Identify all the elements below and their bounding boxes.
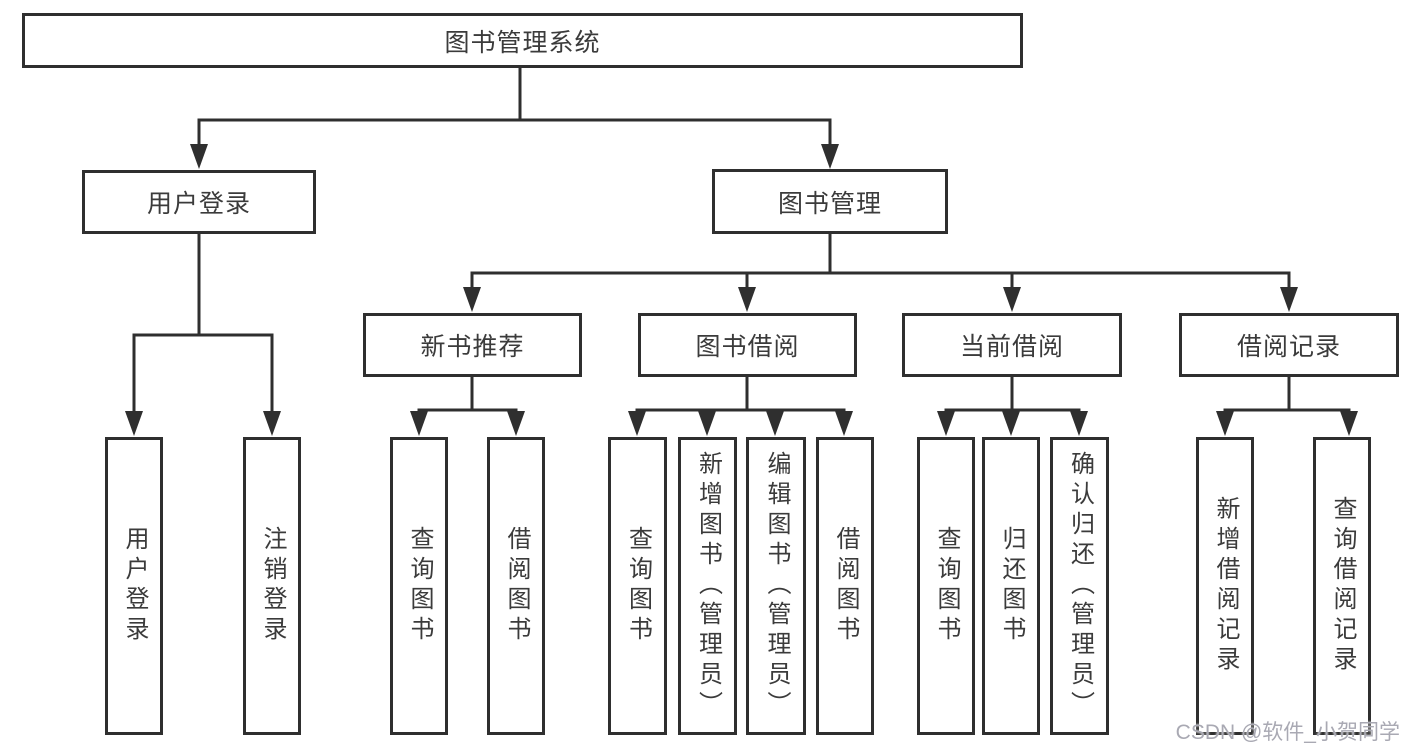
connector-user-login	[132, 233, 274, 413]
leaf-node-label: 归还图书	[998, 526, 1025, 646]
leaf-node-label: 新增借阅记录	[1212, 496, 1239, 676]
leaf-node-borrow-books-1: 借阅图书	[487, 437, 545, 735]
leaf-node-label: 新增图书（管理员）	[694, 451, 722, 721]
book-borrow-node: 图书借阅	[638, 313, 857, 377]
leaf-node-return-books: 归还图书	[982, 437, 1040, 735]
connector-root	[197, 67, 832, 146]
current-borrow-node-label: 当前借阅	[959, 333, 1064, 361]
leaf-node-logout: 注销登录	[243, 437, 301, 735]
user-login-node-label: 用户登录	[146, 190, 251, 218]
leaf-node-query-borrow-record: 查询借阅记录	[1313, 437, 1371, 735]
leaf-node-label: 注销登录	[259, 526, 286, 646]
leaf-node-label: 查询图书	[406, 526, 433, 646]
leaf-node-label: 查询借阅记录	[1329, 496, 1356, 676]
leaf-node-label: 查询图书	[933, 526, 960, 646]
leaf-node-borrow-books-2: 借阅图书	[816, 437, 874, 735]
connector-book-borrow	[635, 377, 846, 413]
root-node: 图书管理系统	[22, 13, 1023, 68]
leaf-node-add-books-admin: 新增图书（管理员）	[678, 437, 737, 735]
book-management-node: 图书管理	[712, 169, 948, 234]
leaf-node-label: 编辑图书（管理员）	[763, 451, 790, 721]
leaf-node-label: 借阅图书	[832, 526, 859, 646]
current-borrow-node: 当前借阅	[902, 313, 1122, 377]
connector-current-borrow	[944, 377, 1081, 413]
leaf-node-edit-books-admin: 编辑图书（管理员）	[746, 437, 806, 735]
book-borrow-node-label: 图书借阅	[695, 333, 800, 361]
new-books-node: 新书推荐	[363, 313, 582, 377]
leaf-node-label: 用户登录	[121, 526, 148, 646]
leaf-node-query-books-1: 查询图书	[390, 437, 448, 735]
leaf-node-label: 查询图书	[624, 526, 652, 646]
leaf-node-confirm-return-admin: 确认归还（管理员）	[1050, 437, 1109, 735]
borrow-records-node-label: 借阅记录	[1236, 333, 1341, 361]
leaf-node-query-books-2: 查询图书	[608, 437, 667, 735]
connector-book-management	[470, 233, 1291, 289]
root-node-label: 图书管理系统	[444, 28, 601, 57]
leaf-node-user-login: 用户登录	[105, 437, 163, 735]
leaf-node-label: 借阅图书	[503, 526, 530, 646]
user-login-node: 用户登录	[82, 170, 316, 234]
arrowheads	[125, 144, 1358, 436]
connector-borrow-records	[1223, 377, 1351, 413]
leaf-node-label: 确认归还（管理员）	[1066, 451, 1094, 721]
connector-new-books	[417, 377, 518, 413]
book-management-node-label: 图书管理	[777, 189, 882, 218]
new-books-node-label: 新书推荐	[420, 333, 525, 361]
watermark-text: CSDN @软件_小贺同学	[1175, 721, 1400, 744]
leaf-node-add-borrow-record: 新增借阅记录	[1196, 437, 1254, 735]
borrow-records-node: 借阅记录	[1179, 313, 1399, 377]
leaf-node-query-books-3: 查询图书	[917, 437, 975, 735]
